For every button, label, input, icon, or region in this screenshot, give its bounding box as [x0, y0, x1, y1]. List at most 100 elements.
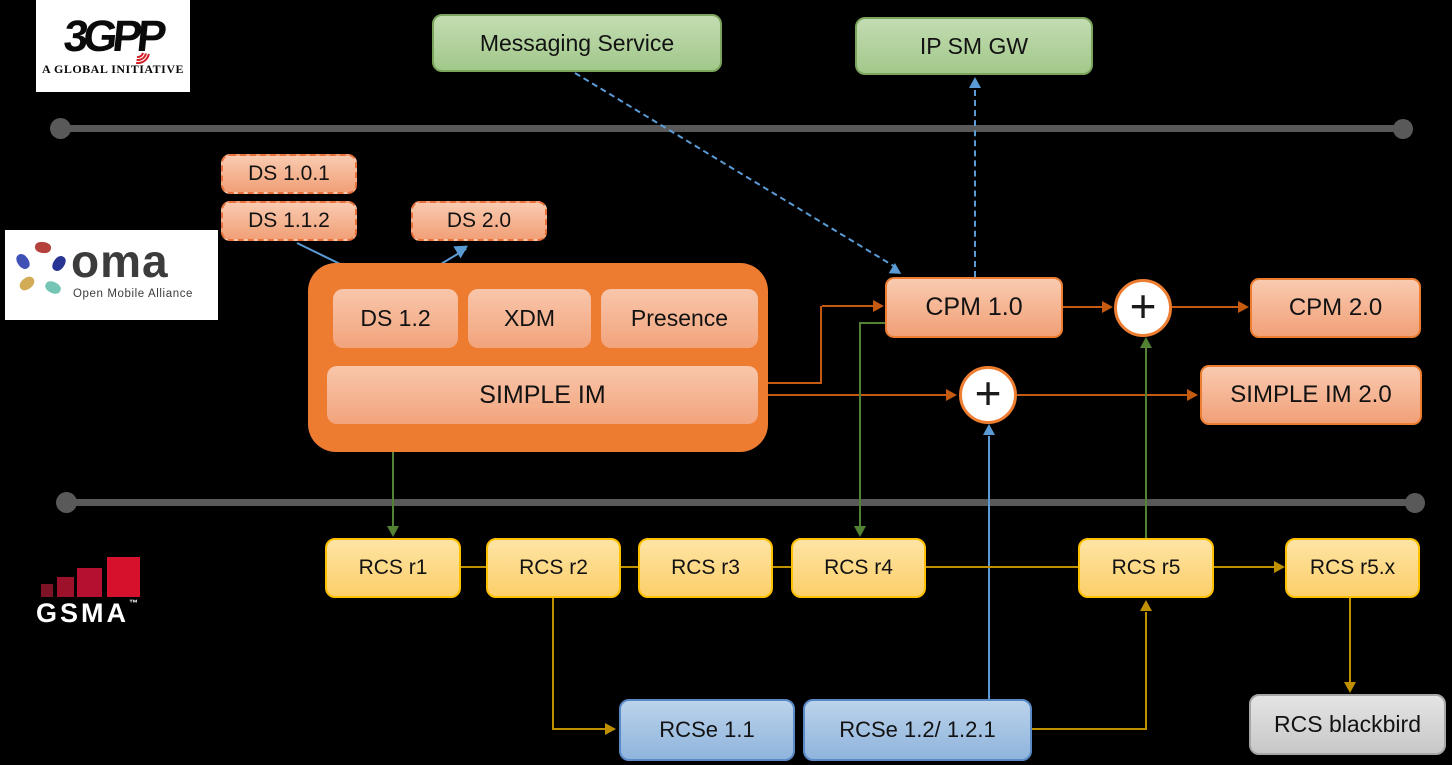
node-rcs-r2: RCS r2 — [486, 538, 621, 598]
node-label: SIMPLE IM 2.0 — [1230, 381, 1392, 408]
node-presence: Presence — [601, 289, 758, 348]
oma-logo-tagline: Open Mobile Alliance — [73, 288, 194, 300]
node-rcs-r5: RCS r5 — [1078, 538, 1214, 598]
node-simple-im-2-0: SIMPLE IM 2.0 — [1200, 365, 1422, 425]
node-label: XDM — [503, 305, 556, 331]
node-label: RCS r3 — [671, 556, 740, 579]
node-label: RCSe 1.1 — [659, 717, 755, 742]
arrowhead-into-rcsr1 — [387, 526, 399, 537]
timeline-endpoint-icon — [1393, 119, 1413, 139]
connector-cpm10-to-rcsr4 — [859, 322, 885, 324]
node-label: SIMPLE IM — [479, 380, 606, 409]
arrowhead-into-ipsmgw — [969, 77, 981, 88]
node-ip-sm-gw: IP SM GW — [855, 17, 1093, 75]
oma-logo-dot-gold — [17, 274, 37, 293]
node-cpm-1-0: CPM 1.0 — [885, 277, 1063, 338]
gsma-logo-bar — [107, 557, 140, 597]
node-label: IP SM GW — [919, 32, 1029, 59]
gsma-logo-word: GSMA — [36, 598, 129, 628]
arrowhead-into-merge2-bottom — [983, 424, 995, 435]
timeline-endpoint-icon — [50, 118, 71, 139]
node-label: DS 1.0.1 — [248, 162, 330, 185]
connector-rcsr2-to-rcse11 — [552, 728, 607, 730]
connector-simpleim-to-cpm10 — [820, 306, 822, 384]
node-rcs-r3: RCS r3 — [638, 538, 773, 598]
3gpp-logo-tagline: A GLOBAL INITIATIVE — [42, 62, 184, 76]
connector-cpm10-to-merge1 — [1063, 306, 1103, 308]
oma-logo-dot-navy — [49, 253, 69, 274]
connector-rcsr2-rcsr3 — [621, 566, 639, 568]
connector-rcsr5-to-merge1 — [1145, 348, 1147, 538]
arrowhead-into-rcse11 — [605, 723, 616, 735]
connector-rcsr2-to-rcse11 — [552, 598, 554, 730]
timeline-endpoint-icon — [56, 492, 77, 513]
node-label: RCS r5 — [1111, 556, 1181, 579]
arrowhead-into-cpm10 — [873, 300, 884, 312]
gsma-logo-bar — [57, 577, 74, 597]
oma-enabler-container: DS 1.2 XDM Presence SIMPLE IM — [308, 263, 768, 452]
timeline-gsma — [66, 499, 1416, 506]
node-rcs-r4: RCS r4 — [791, 538, 926, 598]
connector-cpm10-to-ipsmgw-dashed — [974, 90, 976, 277]
node-label: Presence — [630, 305, 729, 331]
node-rcs-r1: RCS r1 — [325, 538, 461, 598]
arrowhead-into-merge1-bottom — [1140, 337, 1152, 348]
gsma-logo: GSMA™ — [30, 550, 180, 635]
oma-logo-dot-teal — [43, 279, 63, 296]
timeline-endpoint-icon — [1405, 493, 1425, 513]
node-label: CPM 2.0 — [1288, 294, 1383, 321]
node-ds-2-0: DS 2.0 — [411, 201, 547, 241]
gsma-logo-bar — [41, 584, 53, 597]
connector-rcse12-to-rcsr5 — [1145, 612, 1147, 730]
node-label: RCSe 1.2/ 1.2.1 — [839, 717, 996, 742]
node-label: RCS blackbird — [1274, 711, 1421, 737]
connector-simpleim-to-rcsr1 — [392, 452, 394, 527]
node-ds-1-1-2: DS 1.1.2 — [221, 201, 357, 241]
node-rcs-blackbird: RCS blackbird — [1249, 694, 1446, 755]
arrowhead-into-blackbird — [1344, 682, 1356, 693]
arrowhead-into-cpm20 — [1238, 301, 1249, 313]
connector-rcsr1-rcsr2 — [461, 566, 487, 568]
gsma-logo-text: GSMA™ — [36, 598, 138, 629]
timeline-3gpp-oma — [60, 125, 1405, 132]
gsma-logo-tm: ™ — [129, 598, 138, 608]
connector-rcsr3-rcsr4 — [773, 566, 792, 568]
node-rcse-1-2: RCSe 1.2/ 1.2.1 — [803, 699, 1032, 761]
connector-simpleim-to-cpm10 — [768, 382, 822, 384]
oma-logo-dot-blue — [13, 251, 33, 272]
node-label: DS 2.0 — [446, 209, 512, 232]
arrowhead-into-rcsr5x — [1274, 561, 1285, 573]
node-label: RCS r4 — [824, 556, 893, 579]
node-ds-1-2: DS 1.2 — [333, 289, 458, 348]
oma-logo-dot-red — [34, 240, 52, 255]
connector-messaging-to-cpm10-dashed — [574, 72, 898, 269]
node-rcs-r5x: RCS r5.x — [1285, 538, 1420, 598]
arrowhead-into-rcsr4 — [854, 526, 866, 537]
node-label: RCS r1 — [358, 556, 428, 579]
node-simple-im: SIMPLE IM — [327, 366, 758, 424]
merge-junction-cpm: + — [1114, 279, 1172, 337]
connector-merge2-to-simpleim20 — [1017, 394, 1188, 396]
connector-cpm10-to-rcsr4 — [859, 322, 861, 527]
arrowhead-into-merge1 — [1102, 301, 1113, 313]
node-cpm-2-0: CPM 2.0 — [1250, 278, 1421, 338]
connector-simpleim-to-cpm10 — [822, 305, 874, 307]
node-label: DS 1.1.2 — [248, 209, 330, 232]
merge-junction-simpleim: + — [959, 366, 1017, 424]
connector-rcsr4-rcsr5 — [926, 566, 1078, 568]
connector-merge1-to-cpm20 — [1172, 306, 1240, 308]
connector-simpleim-to-merge2 — [768, 394, 947, 396]
node-xdm: XDM — [468, 289, 591, 348]
connector-rcsr5-rcsr5x — [1214, 566, 1276, 568]
node-label: RCS r2 — [519, 556, 588, 579]
node-label: Messaging Service — [479, 29, 675, 56]
arrowhead-into-merge2 — [946, 389, 957, 401]
arrowhead-into-rcsr5-bottom — [1140, 600, 1152, 611]
connector-rcse12-to-rcsr5 — [1032, 728, 1147, 730]
node-label: RCS r5.x — [1309, 556, 1396, 579]
arrowhead-into-simpleim20 — [1187, 389, 1198, 401]
connector-rcsr5x-to-blackbird — [1349, 598, 1351, 684]
oma-logo-text: oma — [71, 235, 169, 287]
node-rcse-1-1: RCSe 1.1 — [619, 699, 795, 761]
